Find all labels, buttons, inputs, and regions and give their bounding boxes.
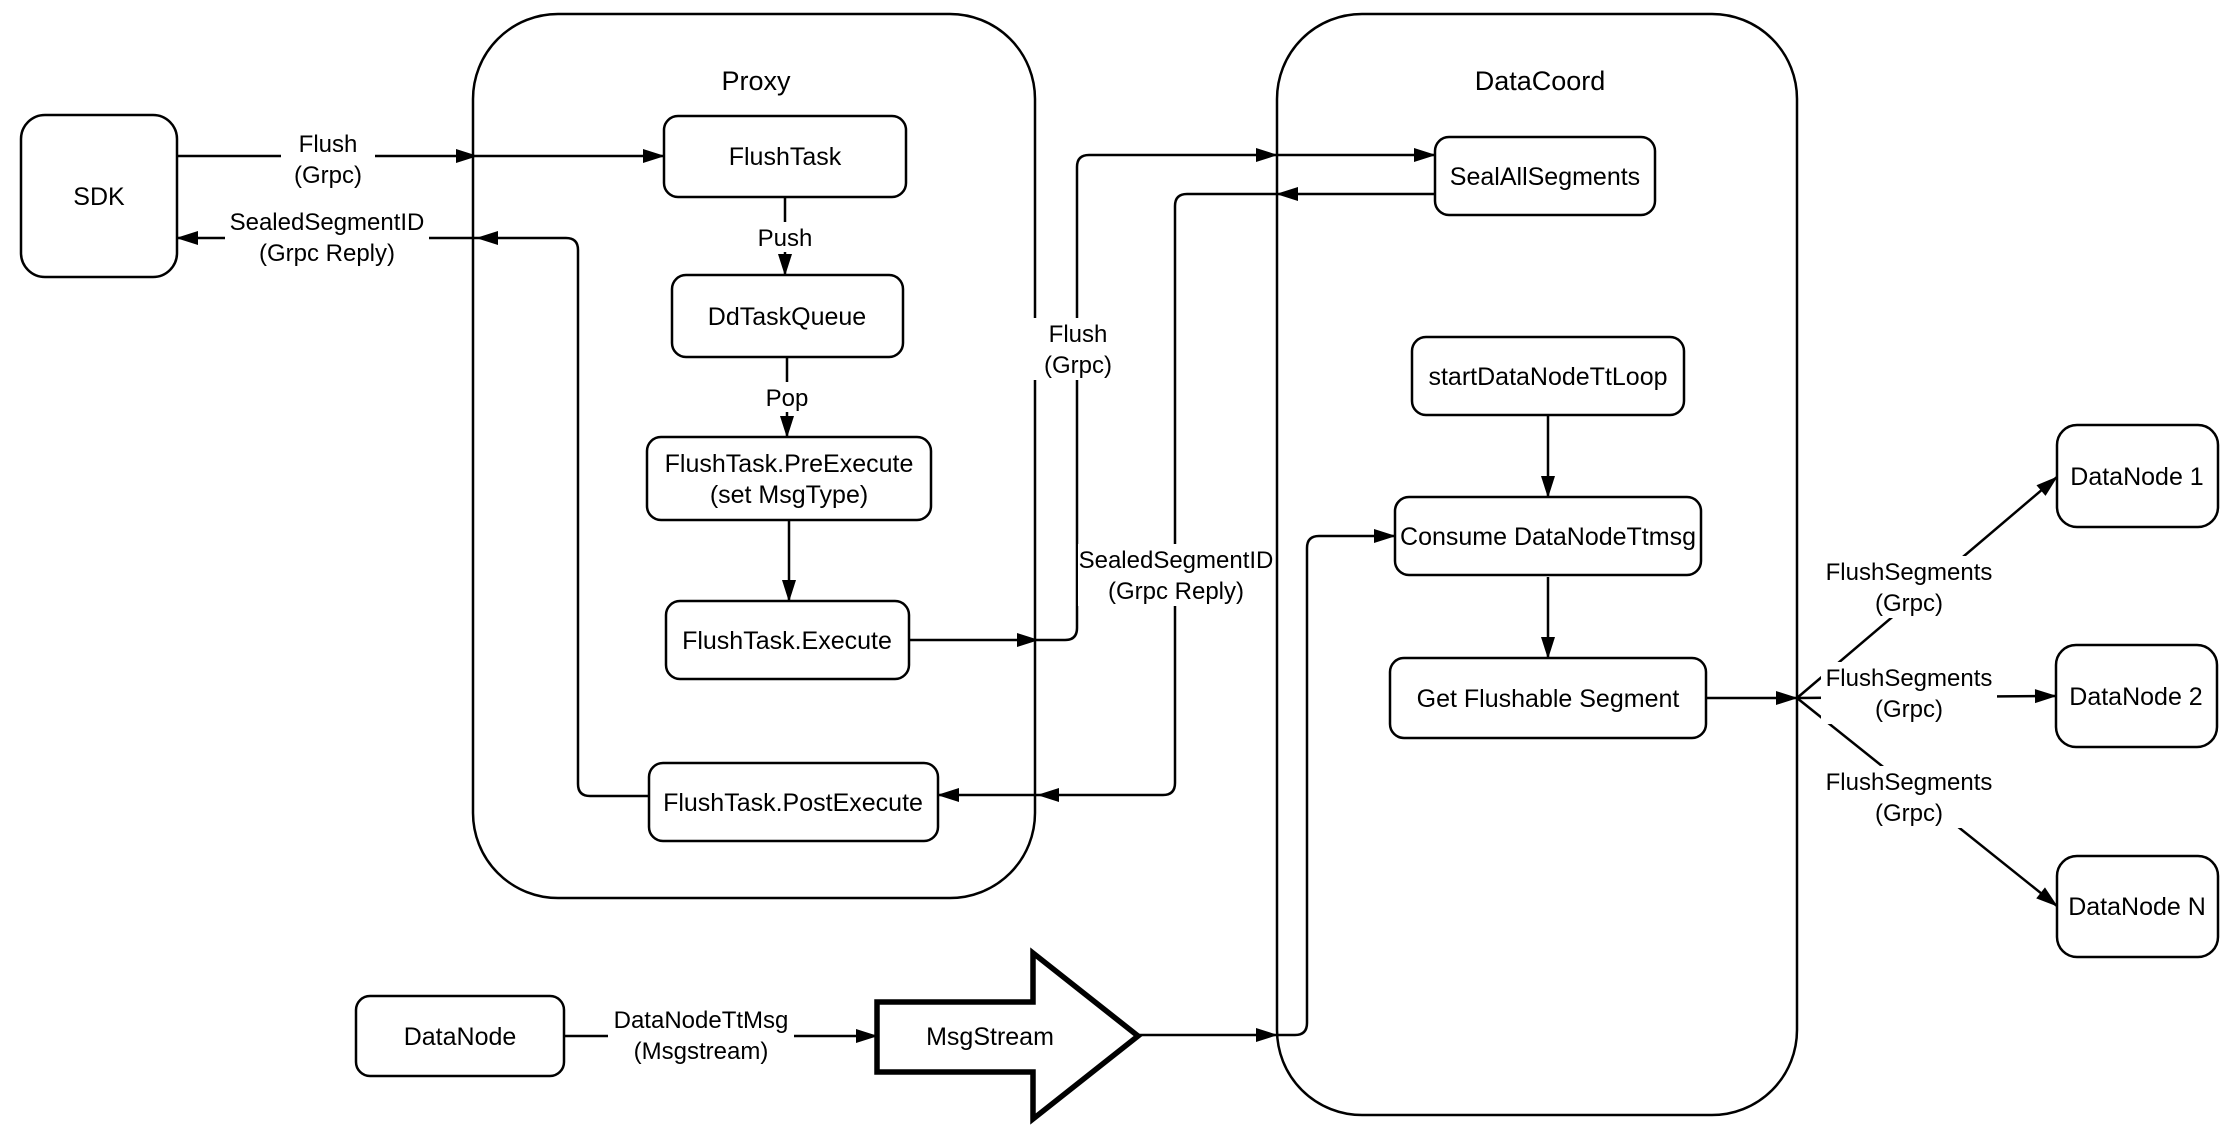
edge-label-pop: Pop: [759, 382, 817, 412]
node-flushtask-execute-label: FlushTask.Execute: [682, 627, 892, 655]
edge-label-text: FlushSegments: [1826, 769, 1993, 796]
edge-label-text: Pop: [766, 385, 809, 412]
edge-label-text: Flush: [1049, 321, 1108, 348]
node-flushtask-label: FlushTask: [729, 143, 842, 171]
edge-label-bg: [281, 128, 375, 190]
edge-label-text: (Grpc): [1044, 352, 1112, 379]
edge-label-text: (Grpc): [1875, 590, 1943, 617]
node-consume-datanodettmsg: Consume DataNodeTtmsg: [1393, 495, 1703, 577]
edge-label-text: FlushSegments: [1826, 665, 1993, 692]
node-datanode-2-box: [2054, 643, 2219, 749]
node-sealallsegments: SealAllSegments: [1433, 135, 1657, 217]
edge-label-bg: [1821, 766, 1997, 828]
edge-sealed-down: [1037, 192, 1277, 802]
node-flushtask-postexecute: FlushTask.PostExecute: [647, 761, 940, 843]
node-flushtask-preexecute: FlushTask.PreExecute (set MsgType): [645, 435, 933, 522]
edge-postexecute-proxyedge: [476, 231, 649, 798]
node-ddtaskqueue: DdTaskQueue: [670, 273, 905, 359]
edge-label-datanode-ttmsg: DataNodeTtMsg (Msgstream): [608, 1004, 794, 1066]
node-get-flushable-segment-box: [1388, 656, 1708, 740]
edge-label-text: (Grpc Reply): [259, 240, 395, 267]
node-sealallsegments-label: SealAllSegments: [1450, 163, 1640, 191]
node-datanode-n: DataNode N: [2055, 854, 2220, 959]
node-datanode-2-label: DataNode 2: [2069, 683, 2202, 711]
edge-label-flushsegments-3: FlushSegments (Grpc): [1821, 766, 1997, 828]
edge-label-bg: [1821, 662, 1997, 724]
node-startdatanodettloop-box: [1410, 335, 1686, 417]
node-datanode-bottom-label: DataNode: [404, 1023, 517, 1051]
edge-label-text: Push: [758, 225, 813, 252]
node-sdk-box: [19, 113, 179, 279]
edge-label-bg: [1821, 556, 1997, 618]
node-flushtask-execute: FlushTask.Execute: [664, 599, 911, 681]
datacoord-container: [1275, 12, 1799, 1117]
edge-msgstream-consume: [1277, 529, 1396, 1037]
node-msgstream-label: MsgStream: [926, 1023, 1054, 1051]
node-flushtask-preexecute-box: [645, 435, 933, 522]
edge-label-text: (Grpc Reply): [1108, 578, 1244, 605]
node-get-flushable-segment-label: Get Flushable Segment: [1417, 685, 1680, 713]
proxy-container-label: Proxy: [721, 66, 791, 96]
node-ddtaskqueue-box: [670, 273, 905, 359]
edge-flush-up: [1038, 148, 1278, 642]
node-flushtask-postexecute-box: [647, 761, 940, 843]
edge-label-flushsegments-1: FlushSegments (Grpc): [1821, 556, 1997, 618]
node-startdatanodettloop: startDataNodeTtLoop: [1410, 335, 1686, 417]
node-datanode-2: DataNode 2: [2054, 643, 2219, 749]
node-datanode-1-label: DataNode 1: [2070, 463, 2203, 491]
node-datanode-bottom: DataNode: [354, 994, 566, 1078]
edge-label-bg: [753, 222, 817, 252]
edge-label-sealed-sdk: SealedSegmentID (Grpc Reply): [225, 206, 429, 268]
datacoord-container-label: DataCoord: [1475, 66, 1606, 96]
proxy-container: [471, 12, 1037, 900]
node-get-flushable-segment: Get Flushable Segment: [1388, 656, 1708, 740]
msgstream-arrow-shape: [874, 947, 1143, 1125]
node-datanode-1: DataNode 1: [2055, 423, 2220, 529]
node-flushtask-execute-box: [664, 599, 911, 681]
node-startdatanodettloop-label: startDataNodeTtLoop: [1428, 363, 1667, 391]
edge-label-text: SealedSegmentID: [230, 209, 425, 236]
edge-label-text: DataNodeTtMsg: [614, 1007, 789, 1034]
node-datanode-bottom-box: [354, 994, 566, 1078]
edge-label-flushsegments-2: FlushSegments (Grpc): [1821, 662, 1997, 724]
node-datanode-n-box: [2055, 854, 2220, 959]
edge-label-text: (Grpc): [1875, 696, 1943, 723]
edge-label-text: SealedSegmentID: [1079, 547, 1274, 574]
node-flushtask: FlushTask: [662, 114, 908, 199]
edge-label-push: Push: [753, 222, 817, 252]
edge-label-bg: [1078, 544, 1274, 606]
edge-label-flush-mid: Flush (Grpc): [1033, 318, 1123, 380]
node-flushtask-preexecute-sublabel: (set MsgType): [710, 481, 868, 509]
node-datanode-1-box: [2055, 423, 2220, 529]
edge-label-bg: [225, 206, 429, 268]
node-flushtask-preexecute-label: FlushTask.PreExecute: [665, 450, 914, 478]
node-sdk: SDK: [19, 113, 179, 279]
edge-label-bg: [759, 382, 817, 412]
edge-label-sealed-mid: SealedSegmentID (Grpc Reply): [1078, 544, 1274, 606]
node-sealallsegments-box: [1433, 135, 1657, 217]
edge-label-bg: [608, 1004, 794, 1066]
node-flushtask-postexecute-label: FlushTask.PostExecute: [663, 789, 923, 817]
node-ddtaskqueue-label: DdTaskQueue: [708, 303, 866, 331]
edge-label-bg: [1033, 318, 1123, 380]
edge-label-text: (Msgstream): [634, 1038, 769, 1065]
node-datanode-n-label: DataNode N: [2068, 893, 2206, 921]
node-consume-datanodettmsg-box: [1393, 495, 1703, 577]
edge-label-text: (Grpc): [294, 162, 362, 189]
node-flushtask-box: [662, 114, 908, 199]
node-sdk-label: SDK: [73, 183, 125, 211]
edge-label-flush-sdk: Flush (Grpc): [281, 128, 375, 190]
edge-label-text: FlushSegments: [1826, 559, 1993, 586]
node-msgstream: MsgStream: [874, 947, 1143, 1125]
edge-label-text: (Grpc): [1875, 800, 1943, 827]
node-consume-datanodettmsg-label: Consume DataNodeTtmsg: [1400, 523, 1696, 551]
edge-label-text: Flush: [299, 131, 358, 158]
